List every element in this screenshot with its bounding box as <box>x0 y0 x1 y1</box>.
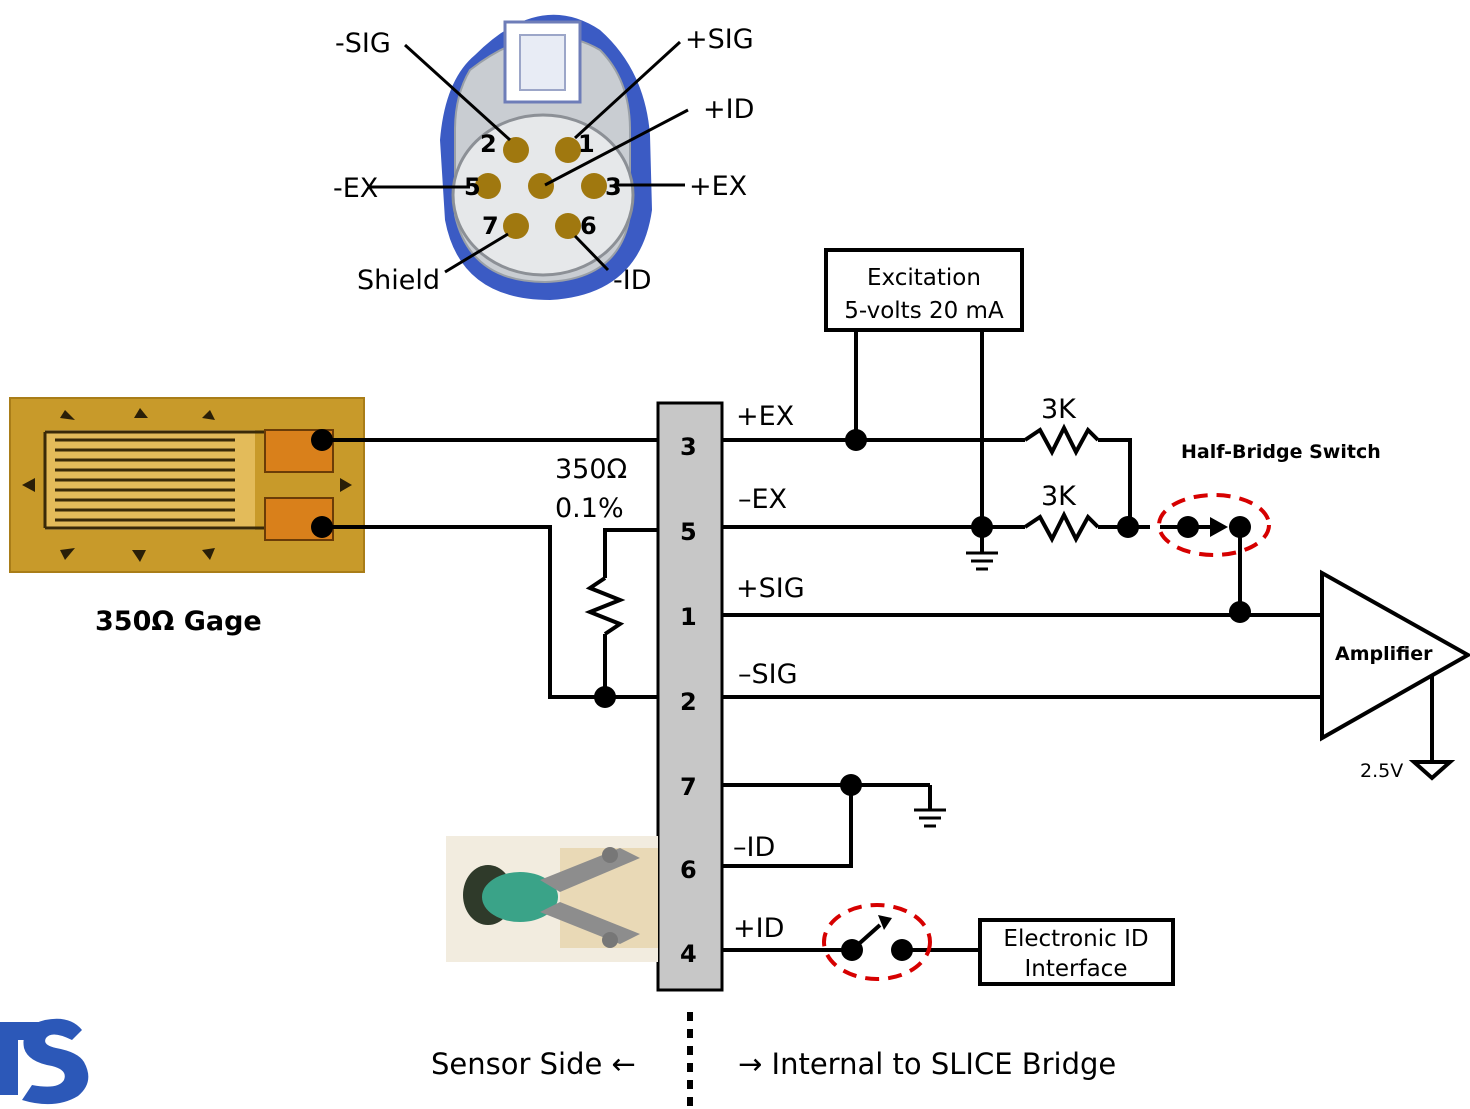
pin-num-3: 3 <box>605 173 622 201</box>
internal-side-label: → Internal to SLICE Bridge <box>738 1047 1116 1081</box>
electronic-id-line2: Interface <box>1025 956 1128 982</box>
wire-label-plus-sig: +SIG <box>736 573 805 604</box>
wire-label-plus-id: +ID <box>733 913 784 944</box>
pin-num-1: 1 <box>578 130 595 158</box>
terminal-pin-6: 6 <box>680 856 697 884</box>
id-chip-image <box>446 836 658 962</box>
connector-face: 2 1 5 3 7 6 <box>370 14 689 300</box>
half-bridge-switch-ring <box>1157 493 1271 557</box>
wire-label-minus-ex: –EX <box>738 484 787 515</box>
half-bridge-switch-label: Half-Bridge Switch <box>1181 441 1381 463</box>
label-plus-sig: +SIG <box>685 24 754 55</box>
label-minus-id: -ID <box>613 265 652 296</box>
excitation-box <box>824 248 1024 332</box>
internal-wiring <box>722 330 1456 961</box>
label-minus-sig: -SIG <box>335 28 391 59</box>
terminal-pin-4: 4 <box>680 940 697 968</box>
company-logo <box>0 1018 89 1105</box>
id-switch-ring <box>822 903 932 981</box>
terminal-pin-3: 3 <box>680 433 697 461</box>
strain-gage-image <box>9 397 365 573</box>
pin-num-7: 7 <box>482 212 499 240</box>
terminal-pin-7: 7 <box>680 773 697 801</box>
wire-label-minus-id: –ID <box>733 832 775 863</box>
resistor-3k-top-label: 3K <box>1041 394 1077 425</box>
pin-num-6: 6 <box>580 212 597 240</box>
terminal-pin-numbers: 3 5 1 2 7 6 4 <box>680 433 697 968</box>
pin-num-5: 5 <box>464 173 481 201</box>
terminal-pin-2: 2 <box>680 688 697 716</box>
amplifier-reference: 2.5V <box>1360 760 1403 782</box>
pin-num-2: 2 <box>480 130 497 158</box>
resistor-value: 350Ω <box>555 454 627 485</box>
connector-pins <box>475 137 607 239</box>
excitation-line2: 5-volts 20 mA <box>844 298 1004 324</box>
amplifier-label: Amplifier <box>1335 643 1433 665</box>
label-shield: Shield <box>357 265 440 296</box>
excitation-line1: Excitation <box>867 265 981 291</box>
label-minus-ex: -EX <box>333 173 378 204</box>
resistor-3k-bottom-label: 3K <box>1041 481 1077 512</box>
electronic-id-line1: Electronic ID <box>1003 926 1148 952</box>
sensor-wiring <box>311 429 658 708</box>
terminal-block <box>656 401 724 992</box>
amplifier-symbol <box>1320 569 1470 742</box>
electronic-id-box <box>978 918 1175 986</box>
terminal-pin-5: 5 <box>680 518 697 546</box>
label-plus-ex: +EX <box>689 171 747 202</box>
label-plus-id: +ID <box>703 94 754 125</box>
wire-label-plus-ex: +EX <box>736 401 794 432</box>
terminal-pin-1: 1 <box>680 603 697 631</box>
gage-label: 350Ω Gage <box>95 606 262 637</box>
wire-label-minus-sig: –SIG <box>738 659 798 690</box>
resistor-tolerance: 0.1% <box>555 493 624 524</box>
sensor-side-label: Sensor Side ← <box>431 1047 636 1081</box>
